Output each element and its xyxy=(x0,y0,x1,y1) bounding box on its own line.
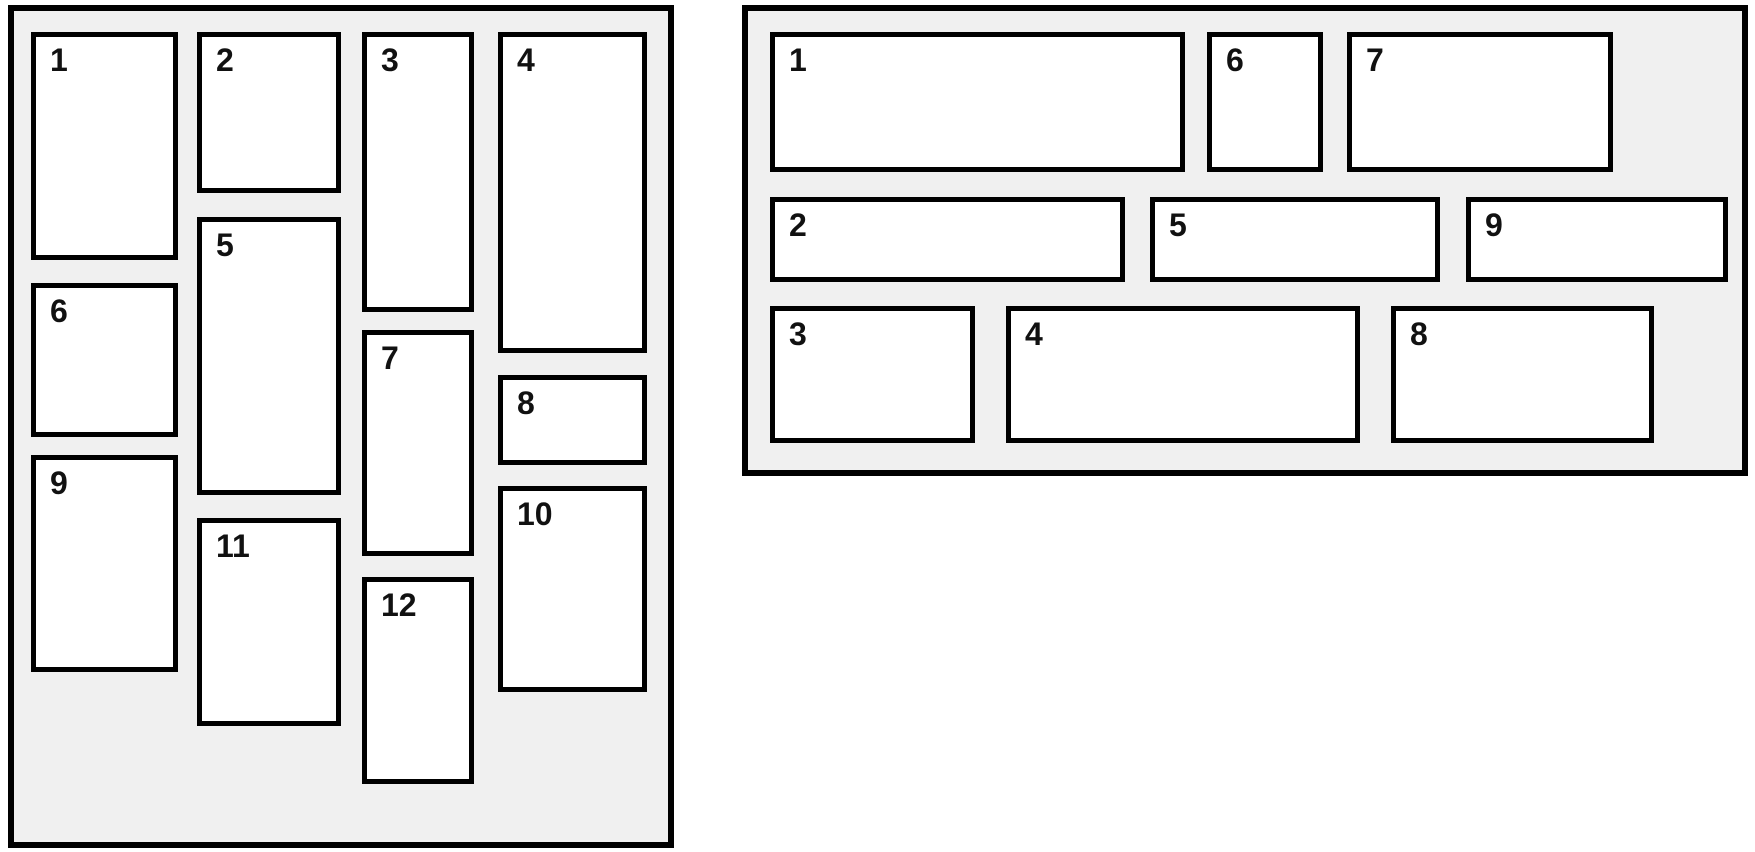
layout-box-1: 1 xyxy=(770,32,1185,172)
box-number-label: 2 xyxy=(216,42,234,78)
box-number-label: 7 xyxy=(1366,42,1384,78)
box-number-label: 12 xyxy=(381,587,417,623)
layout-box-8: 8 xyxy=(1391,306,1654,443)
box-number-label: 1 xyxy=(50,42,68,78)
box-number-label: 6 xyxy=(1226,42,1244,78)
layout-box-6: 6 xyxy=(31,283,178,437)
layout-box-9: 9 xyxy=(1466,197,1728,282)
box-number-label: 9 xyxy=(50,465,68,501)
box-number-label: 8 xyxy=(1410,316,1428,352)
box-number-label: 6 xyxy=(50,293,68,329)
layout-box-5: 5 xyxy=(1150,197,1440,282)
layout-box-10: 10 xyxy=(498,486,647,692)
layout-box-4: 4 xyxy=(498,32,647,353)
box-number-label: 5 xyxy=(216,227,234,263)
layout-box-9: 9 xyxy=(31,455,178,672)
layout-box-2: 2 xyxy=(770,197,1125,282)
box-number-label: 8 xyxy=(517,385,535,421)
layout-box-2: 2 xyxy=(197,32,341,193)
box-number-label: 5 xyxy=(1169,207,1187,243)
box-number-label: 10 xyxy=(517,496,553,532)
ordered-rows-panel: 1 6 7 2 5 9 3 4 8 xyxy=(742,5,1748,476)
box-number-label: 7 xyxy=(381,340,399,376)
box-number-label: 3 xyxy=(789,316,807,352)
layout-box-6: 6 xyxy=(1207,32,1323,172)
box-number-label: 9 xyxy=(1485,207,1503,243)
layout-box-12: 12 xyxy=(362,577,474,784)
box-number-label: 3 xyxy=(381,42,399,78)
box-number-label: 4 xyxy=(1025,316,1043,352)
layout-box-7: 7 xyxy=(362,330,474,556)
layout-box-5: 5 xyxy=(197,217,341,495)
layout-box-3: 3 xyxy=(770,306,975,443)
layout-box-11: 11 xyxy=(197,518,341,726)
box-number-label: 4 xyxy=(517,42,535,78)
layout-box-4: 4 xyxy=(1006,306,1360,443)
layout-box-1: 1 xyxy=(31,32,178,260)
layout-box-3: 3 xyxy=(362,32,474,312)
layout-box-8: 8 xyxy=(498,375,647,465)
box-number-label: 1 xyxy=(789,42,807,78)
layout-box-7: 7 xyxy=(1347,32,1613,172)
box-number-label: 2 xyxy=(789,207,807,243)
box-number-label: 11 xyxy=(216,528,250,564)
